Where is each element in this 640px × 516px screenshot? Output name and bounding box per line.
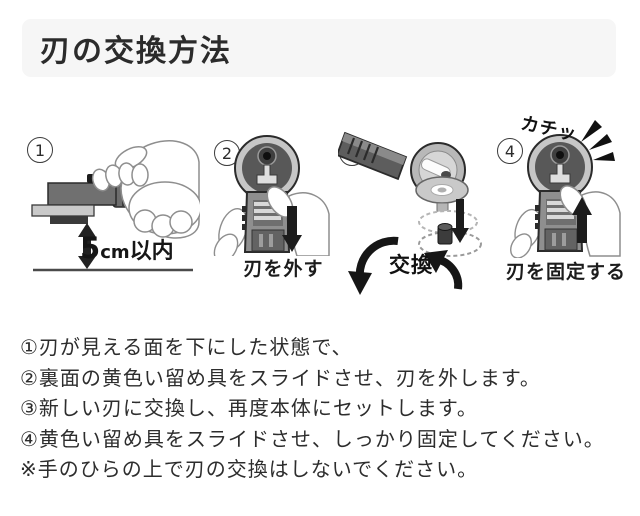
pressing-thumb [559,185,621,257]
swap-arrows [348,236,463,295]
step3-illustration [338,131,482,295]
step4-number-badge: 4 [497,138,523,164]
step2-number: 2 [221,143,233,163]
new-blade-plug [437,223,453,245]
step4-caption: 刃を固定する [505,261,626,283]
page-title: 刃の交換方法 [40,34,232,69]
step1-illustration [31,140,200,272]
insert-down-arrow [451,199,469,243]
slide-up-arrow [572,197,592,243]
blade [31,204,95,217]
step1-number-badge: 1 [27,137,53,163]
distance-unit: cm [100,242,130,263]
step1-number: 1 [34,140,46,160]
latch-slider [549,163,571,184]
step1-distance-label: 5cm以内 [80,231,174,265]
step4-illustration [510,120,621,258]
instruction-line-2: ②裏面の黄色い留め具をスライドさせ、刃を外します。 [20,365,541,390]
instruction-line-1: ①刃が見える面を下にした状態で、 [20,335,353,359]
instruction-line-5: ※手のひらの上で刃の交換はしないでください。 [20,457,479,481]
slide-down-arrow [282,206,302,252]
click-marks [581,120,615,161]
step2-caption: 刃を外す [243,258,324,280]
instructions-text: ①刃が見える面を下にした状態で、 ②裏面の黄色い留め具をスライドさせ、刃を外しま… [20,332,630,485]
step2-illustration [213,135,330,256]
title-banner: 刃の交換方法 [22,19,616,77]
distance-value: 5 [80,231,101,265]
latch-slider [256,164,278,185]
left-hand [510,208,542,258]
distance-arrow [78,223,96,269]
instruction-line-4: ④黄色い留め具をスライドさせ、しっかり固定してください。 [20,426,605,451]
step4-number: 4 [504,141,516,161]
gripping-hand [91,140,200,239]
step3-caption: 交換 [389,253,433,277]
distance-suffix: 以内 [129,239,174,264]
pressing-thumb [266,186,330,256]
instruction-line-3: ③新しい刃に交換し、再度本体にセットします。 [20,396,478,420]
